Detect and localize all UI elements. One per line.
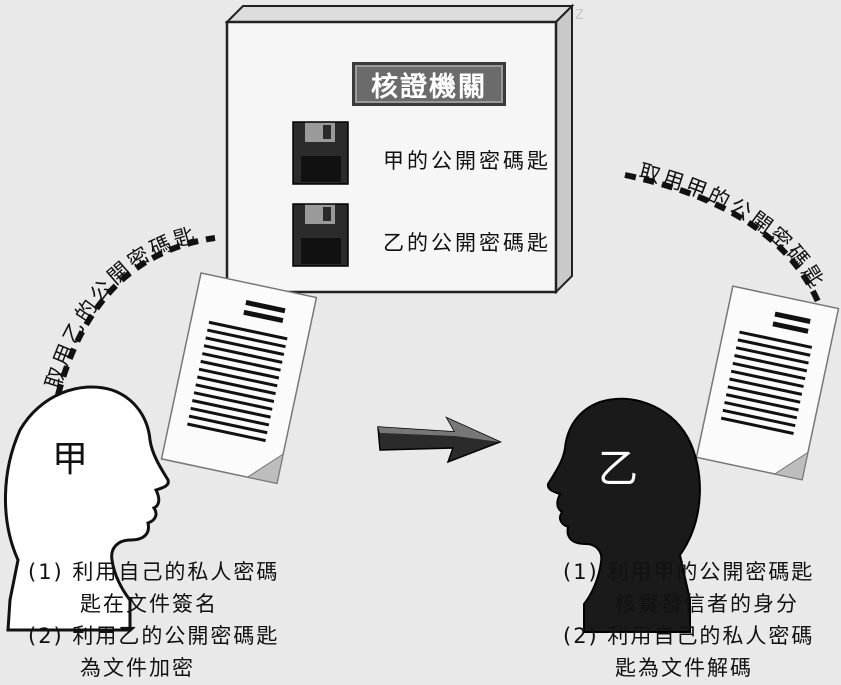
arrow-right-icon (377, 416, 502, 464)
background-text: Z (575, 8, 584, 23)
steps-b-line2: 核實發信者的身分 (615, 592, 799, 616)
steps-b-line1: (1) 利用甲的公開密碼匙 (563, 560, 815, 584)
arc-label-right: 取用甲的公開密碼匙 (636, 159, 829, 294)
arc-label-right-path: 取用甲的公開密碼匙 (636, 159, 826, 294)
steps-b-line3: (2) 利用自己的私人密碼 (563, 624, 815, 648)
document-icon (160, 272, 318, 485)
steps-a-line1: (1) 利用自己的私人密碼 (28, 560, 280, 584)
person-a-label: 甲 (52, 439, 89, 480)
steps-a: (1) 利用自己的私人密碼 匙在文件簽名 (2) 利用乙的公開密碼匙 為文件加密 (28, 556, 279, 684)
steps-a-line4: 為文件加密 (80, 656, 195, 680)
arc-label-left-path: 取用乙的公開密碼匙 (41, 222, 197, 391)
person-b-label: 乙 (598, 446, 638, 492)
authority-title: 核證機關 (352, 62, 506, 106)
person-head-icon (4, 385, 170, 632)
document-icon (695, 285, 840, 481)
steps-a-line3: (2) 利用乙的公開密碼匙 (28, 624, 280, 648)
a-public-key-label: 甲的公開密碼匙 (383, 149, 551, 173)
floppy-disk-icon (292, 203, 349, 267)
steps-b-line4: 匙為文件解碼 (615, 656, 753, 680)
b-public-key-label: 乙的公開密碼匙 (383, 231, 551, 255)
person-head-icon (546, 397, 701, 633)
arc-label-left: 取用乙的公開密碼匙 (41, 222, 200, 391)
floppy-disk-icon (292, 121, 349, 185)
steps-b: (1) 利用甲的公開密碼匙 核實發信者的身分 (2) 利用自己的私人密碼 匙為文… (563, 556, 814, 684)
steps-a-line2: 匙在文件簽名 (80, 592, 218, 616)
